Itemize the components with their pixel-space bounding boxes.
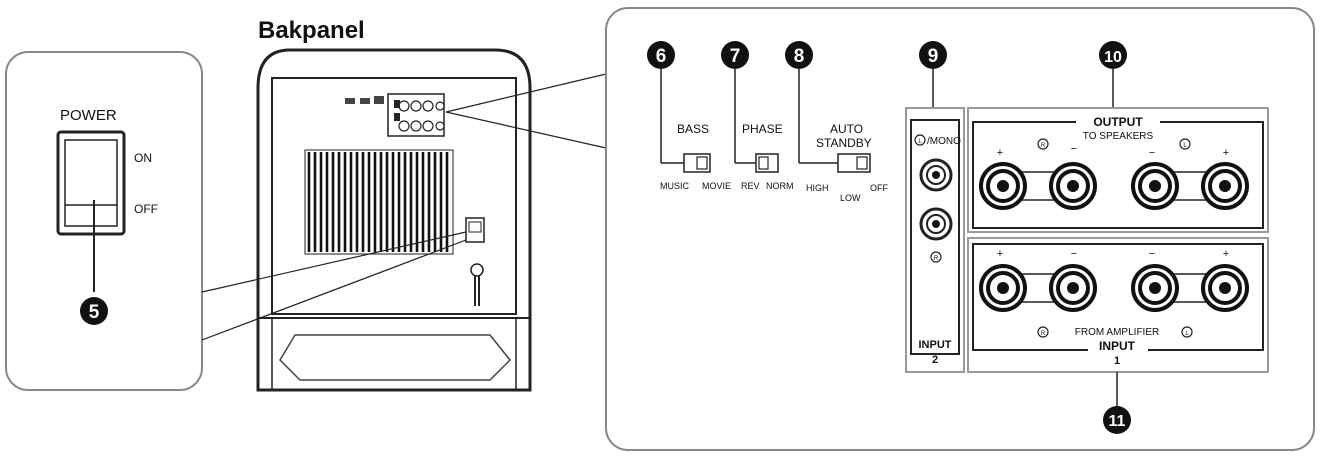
callout-9: 9 [919,41,947,69]
power-on-label: ON [134,151,152,165]
power-off-label: OFF [134,202,158,216]
circled-r-icon: R [1037,326,1049,338]
output-label: OUTPUT [1093,115,1143,129]
svg-text:8: 8 [794,46,805,67]
heatsink [304,149,454,255]
output-polarity-4: + [1223,147,1229,159]
output-section: 10 OUTPUT TO SPEAKERS + − − + R L [967,41,1269,233]
circled-l-icon: L [914,134,926,146]
svg-text:R: R [1041,143,1046,149]
bass-control: 6 BASS MUSIC MOVIE [647,41,731,191]
phase-label: PHASE [742,122,783,136]
speaker-terminal-icon[interactable] [1131,162,1179,210]
bass-label: BASS [677,122,709,136]
callout-6: 6 [647,41,675,69]
svg-text:L: L [1183,143,1187,149]
standby-high-label: HIGH [806,183,829,193]
auto-standby-control: 8 AUTO STANDBY HIGH LOW OFF [785,41,888,203]
svg-text:9: 9 [928,46,939,67]
speaker-terminal-icon[interactable] [1049,162,1097,210]
standby-label: STANDBY [816,136,872,150]
phase-slide-switch-icon[interactable] [755,153,779,173]
input1-polarity-1: + [997,248,1003,260]
rca-jack-icon[interactable] [919,207,953,241]
svg-text:10: 10 [1104,49,1122,66]
speaker-terminal-icon[interactable] [1201,162,1249,210]
page-title: Bakpanel [258,17,365,44]
power-inset-panel: POWER ON OFF 5 [5,51,203,391]
callout-5: 5 [80,297,108,325]
phase-norm-label: NORM [766,181,794,191]
callout-10: 10 [1099,41,1127,69]
svg-text:11: 11 [1109,413,1126,430]
output-polarity-2: − [1071,143,1077,155]
detail-panel [605,7,1315,451]
svg-text:6: 6 [656,46,667,67]
mono-label: /MONO [927,136,961,147]
svg-text:5: 5 [89,302,100,323]
svg-text:L: L [918,139,922,145]
standby-off-label: OFF [870,183,888,193]
speaker-terminal-icon[interactable] [1131,264,1179,312]
rocker-switch-icon[interactable] [56,130,126,236]
output-polarity-3: − [1149,147,1155,159]
input1-polarity-2: − [1071,248,1077,260]
speaker-terminal-icon[interactable] [979,264,1027,312]
circled-r-icon: R [1037,138,1049,150]
rca-jack-icon[interactable] [919,158,953,192]
subwoofer-cabinet [256,48,532,392]
input1-polarity-4: + [1223,248,1229,260]
input1-sublabel: FROM AMPLIFIER [1075,327,1159,338]
speaker-terminal-icon[interactable] [979,162,1027,210]
input1-number: 1 [1114,355,1120,367]
input1-polarity-3: − [1149,248,1155,260]
input1-label: INPUT [1099,339,1136,353]
svg-text:L: L [1185,331,1189,337]
input2-label: INPUT [919,339,952,351]
input1-section: + − − + R L FROM AMPLIFIER [967,237,1269,434]
svg-text:R: R [1041,331,1046,337]
callout-11: 11 [1103,406,1131,434]
phase-control: 7 PHASE REV NORM [721,41,794,191]
svg-text:7: 7 [730,46,741,67]
auto-label: AUTO [830,122,863,136]
standby-low-label: LOW [840,193,861,203]
output-polarity-1: + [997,147,1003,159]
speaker-terminal-icon[interactable] [1201,264,1249,312]
input2-number: 2 [932,354,938,366]
bass-movie-label: MOVIE [702,181,731,191]
phase-rev-label: REV [741,181,760,191]
output-sublabel: TO SPEAKERS [1083,131,1154,142]
circled-r-icon: R [930,251,942,263]
speaker-terminal-icon[interactable] [1049,264,1097,312]
power-label: POWER [60,107,117,124]
standby-slide-switch-icon[interactable] [837,153,871,173]
input2-section: 9 L /MONO R INPUT 2 [905,41,965,373]
svg-text:R: R [934,256,939,262]
bass-slide-switch-icon[interactable] [683,153,711,173]
circled-l-icon: L [1181,326,1193,338]
bass-music-label: MUSIC [660,181,690,191]
callout-7: 7 [721,41,749,69]
circled-l-icon: L [1179,138,1191,150]
callout-8: 8 [785,41,813,69]
